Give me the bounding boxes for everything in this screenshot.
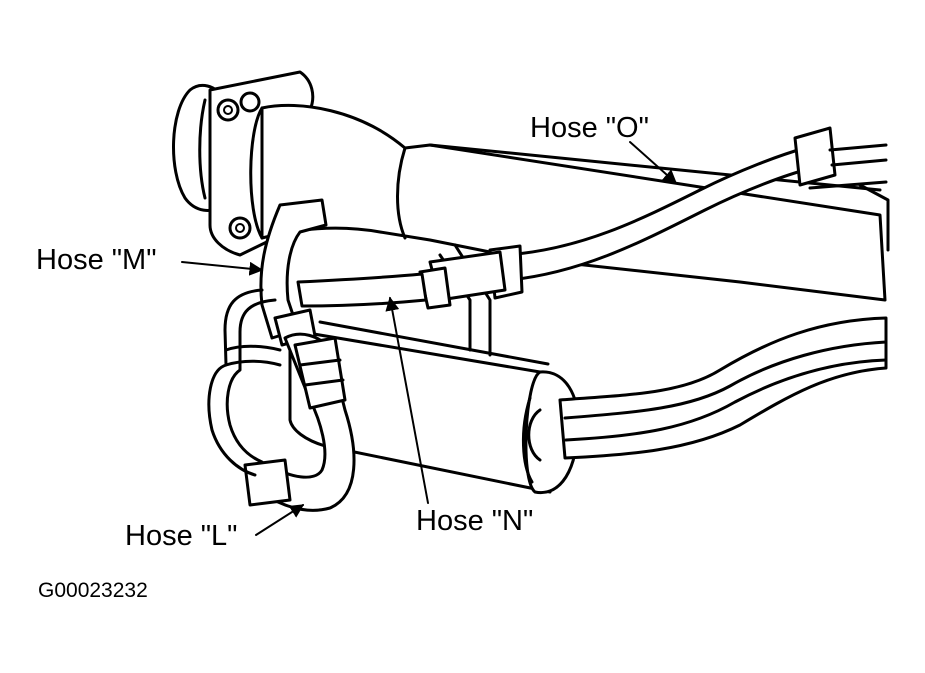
arrow-hose-o	[629, 141, 678, 184]
arrow-hose-l	[255, 504, 305, 536]
arrow-hose-n	[385, 296, 429, 504]
metal-tube	[207, 288, 282, 477]
leader-arrows	[181, 141, 678, 536]
hose-n	[296, 272, 428, 308]
label-hose-m: Hose "M"	[36, 244, 157, 276]
tailpipe	[527, 316, 888, 462]
label-hose-o: Hose "O"	[530, 112, 649, 144]
hose-l	[243, 332, 356, 512]
label-hose-l: Hose "L"	[125, 520, 238, 552]
hose-o	[418, 126, 888, 310]
label-hose-n: Hose "N"	[416, 505, 534, 537]
arrow-hose-m	[181, 261, 264, 276]
figure-code: G00023232	[38, 579, 148, 602]
